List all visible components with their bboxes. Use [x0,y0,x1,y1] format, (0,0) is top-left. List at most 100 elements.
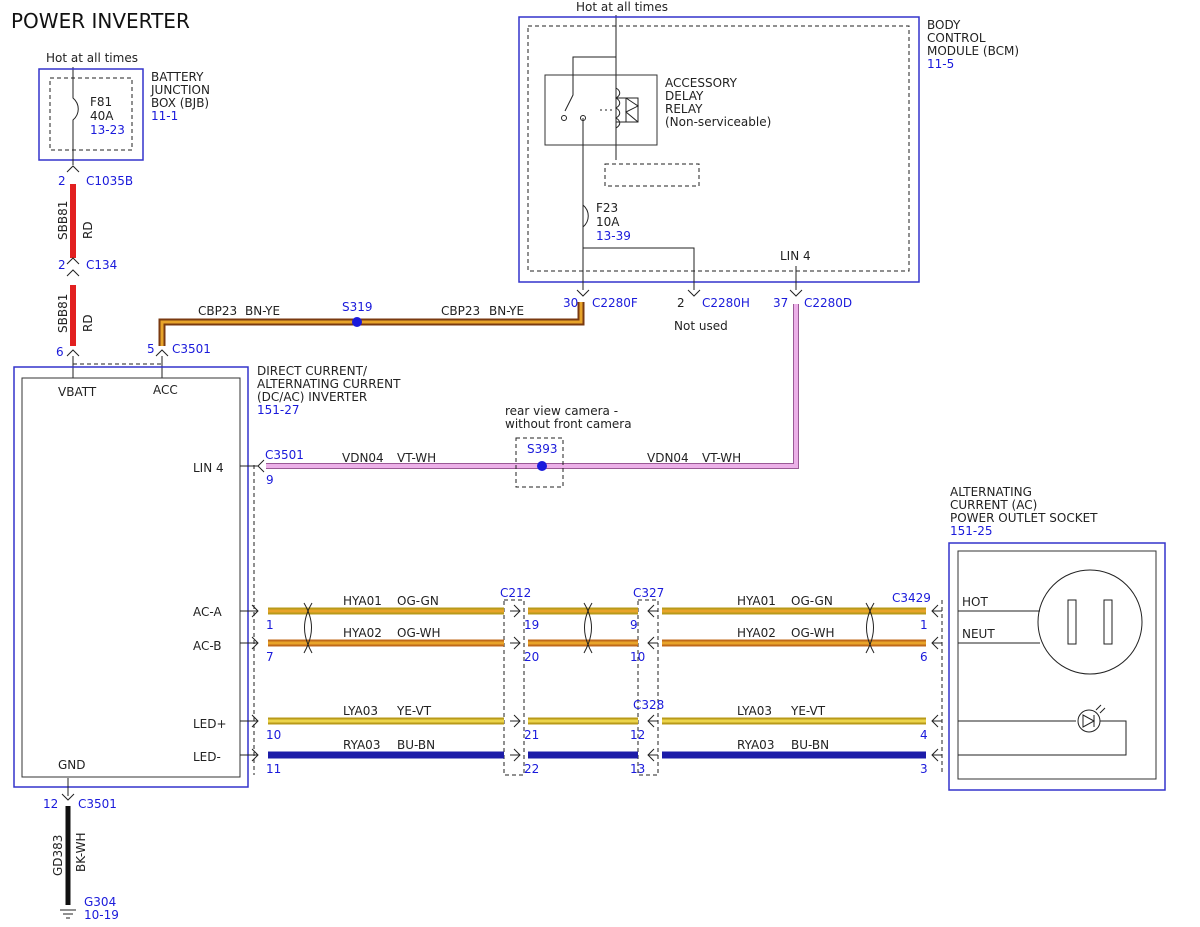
battery-junction-box: Hot at all times F81 40A 13-23 BATTERY J… [38,51,210,165]
ground-circuit: 12 C3501 GD383 BK-WH G304 10-19 [43,778,119,922]
acc-label: ACC [153,383,178,397]
relay-name-1: ACCESSORY [665,76,738,90]
wire-color-right: BU-BN [791,738,829,752]
s393-option-box [515,437,564,488]
option-line-2: without front camera [505,417,632,431]
cbp23-left-color: BN-YE [245,304,280,318]
ac-b-label: AC-B [193,639,222,653]
outlet-slot-icon [1103,599,1113,645]
relay-name-4: (Non-serviceable) [665,115,771,129]
gnd-label: GND [58,758,86,772]
connector-arrow-icon [931,714,942,728]
inverter-inner [21,377,241,778]
wire-circuit-left: HYA01 [343,594,382,608]
vbatt-label: VBATT [58,385,97,399]
connector-arrow-icon [647,748,658,762]
bjb-box [38,68,144,161]
gnd-conn: C3501 [78,797,117,811]
c212-connector-box [503,599,525,776]
c3429-label: C3429 [892,591,931,605]
led-minus-label: LED- [193,750,221,764]
lin4-label: LIN 4 [193,461,224,475]
outlet-neut-label: NEUT [962,627,995,641]
splice-s319-icon [352,317,362,327]
connector-c1035b-icon [66,165,80,173]
wire-color-left: YE-VT [396,704,432,718]
connector-c134-bottom-icon [66,269,80,277]
c2280h-pin: 2 [677,296,685,310]
outlet-ref: 151-25 [950,524,993,538]
outlet-socket-icon [1037,569,1143,675]
connector-arrow-icon [510,748,521,762]
c3501-lin-pin: 9 [266,473,274,487]
inverter-name-2: ALTERNATING CURRENT [257,377,401,391]
c1035b-label: C1035B [86,174,133,188]
bjb-name-1: BATTERY [151,70,204,84]
wire-cbp23 [160,302,583,346]
connector-c3501-gnd-icon [61,793,75,801]
wire-vdn04 [266,304,798,468]
c328-pin: 13 [630,762,645,776]
vdn04-right-circuit: VDN04 [647,451,689,465]
cbp23-right-color: BN-YE [489,304,524,318]
vdn04-circuit: C3501 9 VDN04 VT-WH rear view camera - w… [240,304,799,488]
c212-pin: 22 [524,762,539,776]
connector-arrow-icon [647,604,658,618]
relay-box [544,74,658,146]
f23-ref: 13-39 [596,229,631,243]
inverter-pin: 10 [266,728,281,742]
connector-arrow-icon [510,714,521,728]
c134-pin: 2 [58,258,66,272]
bcm-unused-lead [583,247,695,290]
outlet-name-3: POWER OUTLET SOCKET [950,511,1098,525]
connector-arrow-icon [510,636,521,650]
f23-rating: 10A [596,215,620,229]
wire-color-left: OG-WH [397,626,440,640]
bjb-name-2: JUNCTION [150,83,210,97]
c212-label: C212 [500,586,531,600]
outlet-slot-icon [1067,599,1077,645]
wire-color-right: YE-VT [790,704,826,718]
c134-label: C134 [86,258,117,272]
inverter-box [13,366,249,788]
bcm-ref: 11-5 [927,57,954,71]
bjb-hot-label: Hot at all times [46,51,138,65]
relay-coil-icon [615,87,621,129]
sbb81-circuit: 2 C1035B SBB81 RD 2 C134 SBB81 RD [56,165,133,378]
outlet-name-2: CURRENT (AC) [950,498,1037,512]
inline-connectors: C212 C327 C328 C3429 [500,586,943,776]
dc-ac-inverter: VBATT ACC LIN 4 AC-A AC-B LED+ LED- GND … [13,342,401,788]
c327-label: C327 [633,586,664,600]
inverter-name-1: DIRECT CURRENT/ [257,364,368,378]
connector-c134-top-icon [66,257,80,265]
c3429-pin: 3 [920,762,928,776]
c327-pin: 10 [630,650,645,664]
relay-name-2: DELAY [665,89,704,103]
relay-ground-placeholder [604,163,700,187]
bjb-name-3: BOX (BJB) [151,96,209,110]
relay-contact-icon [561,115,567,121]
c3429-pin: 6 [920,650,928,664]
gd383-color: BK-WH [74,832,88,872]
c3501-lin-conn: C3501 [265,448,304,462]
led-plus-label: LED+ [193,717,227,731]
connector-arrow-icon [647,636,658,650]
not-used-label: Not used [674,319,728,333]
gnd-pin: 12 [43,797,58,811]
bcm-hot-label: Hot at all times [576,0,668,14]
vdn04-left-color: VT-WH [397,451,436,465]
g304-ref: 10-19 [84,908,119,922]
splice-s393-icon [537,461,547,471]
connector-c2280h-icon [687,289,701,297]
c212-pin: 21 [524,728,539,742]
twisted-pair-markers [303,602,875,654]
f81-label: F81 [90,95,112,109]
sbb81-upper-color: RD [81,221,95,239]
bcm-name-2: CONTROL [927,31,986,45]
sbb81-upper-circuit: SBB81 [56,201,70,240]
cbp23-right-circuit: CBP23 [441,304,480,318]
connector-arrow-icon [931,636,942,650]
gd383-circuit: GD383 [51,835,65,876]
led-diode-icon [1082,714,1096,728]
